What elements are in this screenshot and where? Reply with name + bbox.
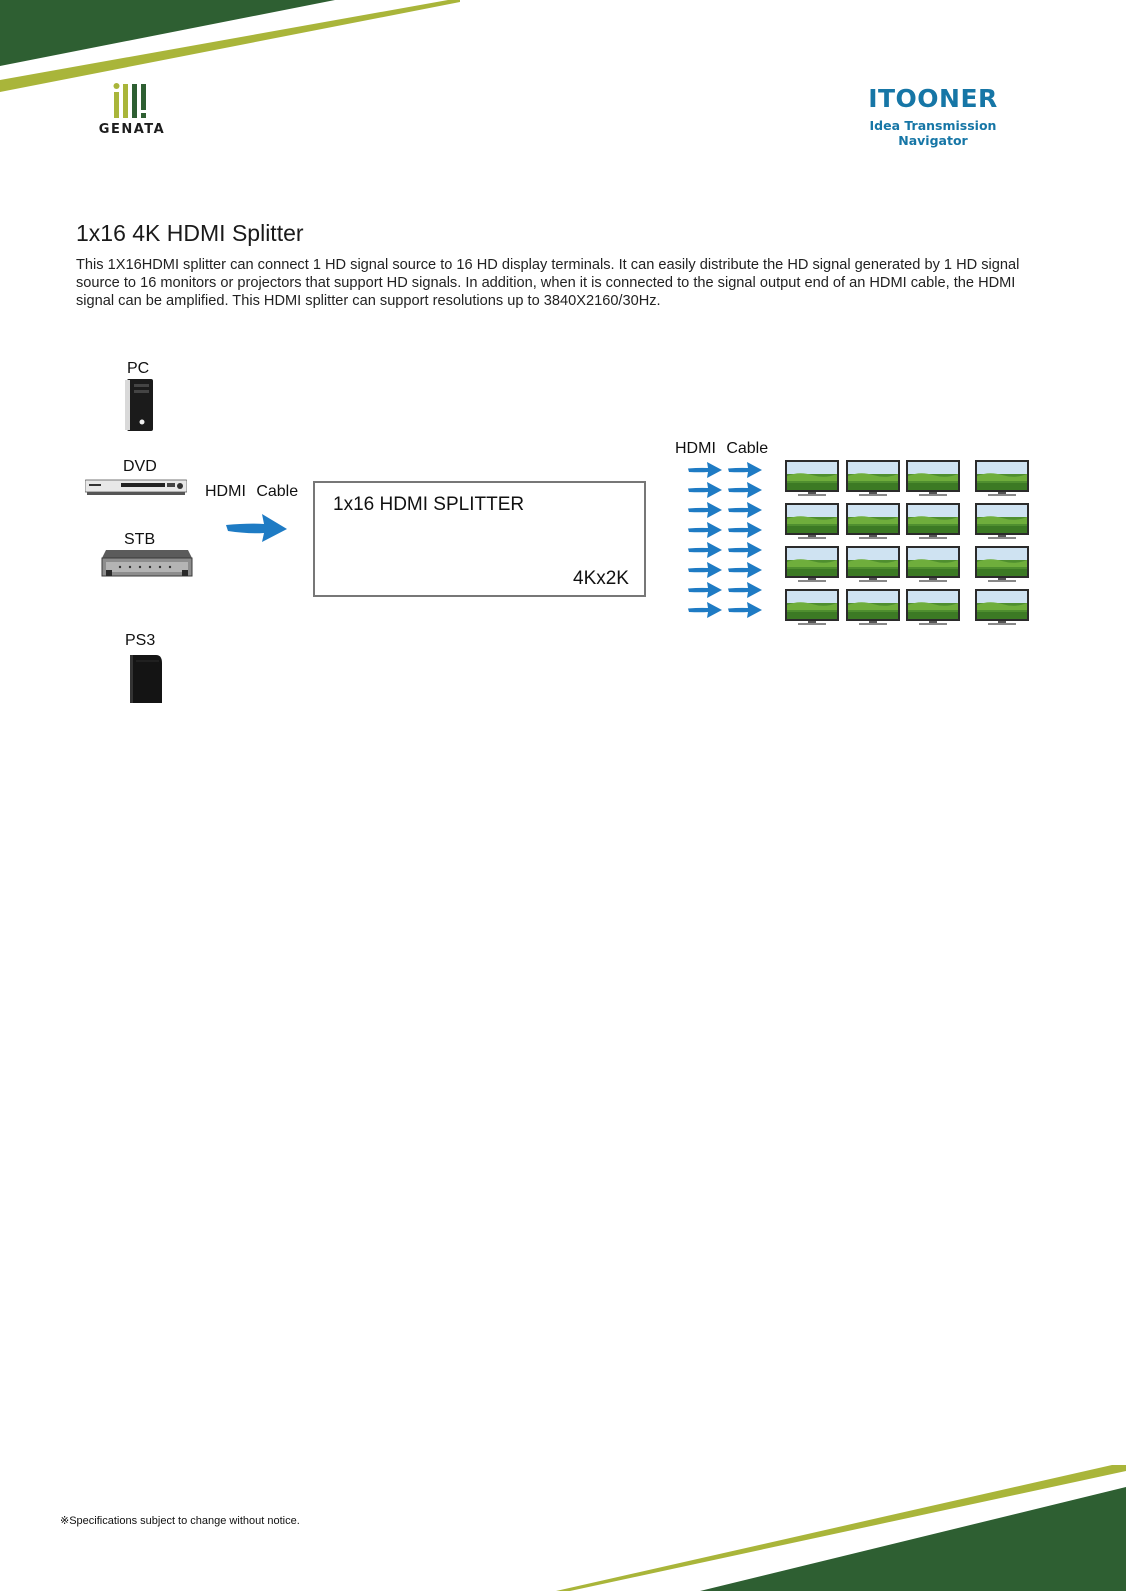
arrow-icon	[688, 462, 722, 478]
arrow-icon	[688, 562, 722, 578]
monitor-icon	[785, 589, 839, 625]
monitor-icon	[846, 589, 900, 625]
splitter-name: 1x16 HDMI SPLITTER	[333, 494, 525, 515]
arrow-icon	[688, 482, 722, 498]
arrow-icon	[728, 462, 762, 478]
monitor-icon	[846, 460, 900, 496]
source-label-pc: PC	[127, 360, 150, 377]
input-cable-label: HDMI Cable	[205, 483, 299, 500]
arrow-icon	[688, 502, 722, 518]
monitor-icon	[975, 589, 1029, 625]
arrow-icon	[728, 602, 762, 618]
monitor-icon	[975, 503, 1029, 539]
top-decorative-band	[0, 0, 460, 92]
arrow-icon	[728, 522, 762, 538]
monitor-icon	[846, 503, 900, 539]
itooner-tagline: Idea Transmission Navigator	[869, 118, 997, 148]
genata-wordmark: GENATA	[98, 122, 166, 137]
arrow-icon	[688, 542, 722, 558]
arrow-icon	[728, 482, 762, 498]
output-cable-label: HDMI Cable	[675, 440, 769, 457]
genata-logo: GENATA	[96, 82, 168, 142]
page-title: 1x16 4K HDMI Splitter	[76, 220, 304, 246]
arrow-icon	[728, 542, 762, 558]
input-arrow-icon	[226, 514, 287, 542]
itooner-wordmark: ITOONER	[868, 84, 998, 113]
dvd-player-icon	[85, 479, 187, 495]
monitor-icon	[785, 460, 839, 496]
bottom-decorative-band	[556, 1465, 1126, 1591]
display-grid	[784, 459, 1030, 627]
pc-tower-icon	[125, 379, 153, 431]
monitor-icon	[906, 460, 960, 496]
arrow-icon	[688, 602, 722, 618]
splitter-resolution: 4Kx2K	[573, 568, 629, 589]
itooner-logo: ITOONER Idea Transmission Navigator	[838, 84, 1028, 148]
monitor-icon	[975, 460, 1029, 496]
output-arrows	[688, 462, 768, 622]
source-label-stb: STB	[124, 531, 156, 548]
arrow-icon	[688, 582, 722, 598]
monitor-icon	[975, 546, 1029, 582]
monitor-icon	[846, 546, 900, 582]
arrow-icon	[688, 522, 722, 538]
arrow-icon	[728, 562, 762, 578]
source-label-ps3: PS3	[125, 632, 156, 649]
source-label-dvd: DVD	[123, 458, 157, 475]
footer-note: ※Specifications subject to change withou…	[60, 1515, 300, 1527]
arrow-icon	[728, 582, 762, 598]
ps3-console-icon	[130, 655, 162, 703]
genata-mark-icon	[113, 83, 146, 118]
monitor-icon	[785, 503, 839, 539]
monitor-icon	[906, 589, 960, 625]
set-top-box-icon	[101, 550, 193, 577]
arrow-icon	[728, 502, 762, 518]
monitor-icon	[785, 546, 839, 582]
splitter-device-box	[313, 481, 646, 597]
monitor-icon	[906, 503, 960, 539]
intro-paragraph: This 1X16HDMI splitter can connect 1 HD …	[76, 257, 1020, 309]
monitor-icon	[906, 546, 960, 582]
